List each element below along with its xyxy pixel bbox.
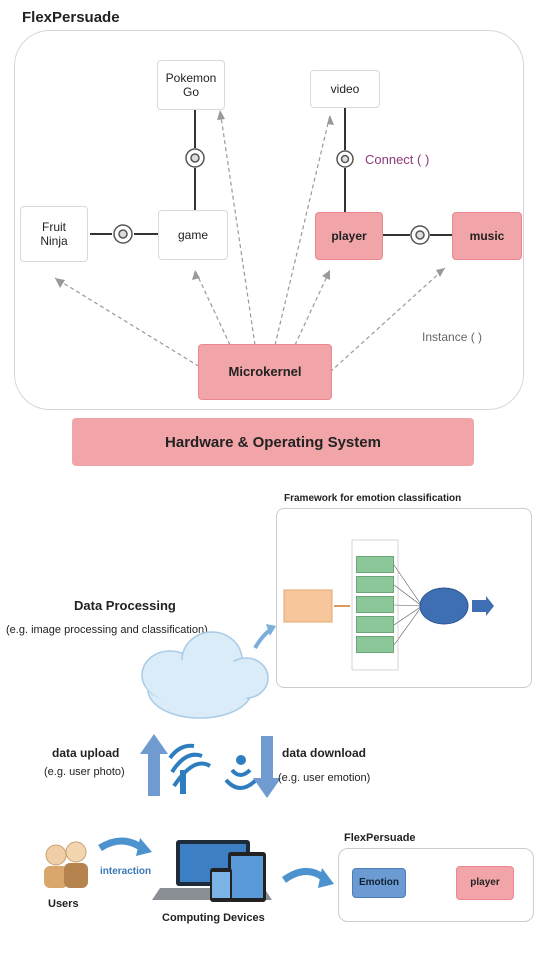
framework-title: Framework for emotion classification (284, 493, 462, 504)
data-download-label: data download (282, 746, 366, 760)
feature-box-1 (356, 556, 394, 573)
wifi-download-icon (224, 768, 258, 790)
feature-box-3 (356, 596, 394, 613)
connect-label: Connect ( ) (365, 152, 430, 167)
arrow-to-pokemon (219, 109, 256, 346)
music-node: music (452, 212, 522, 260)
face-tracker-box (283, 589, 333, 623)
data-upload-sublabel: (e.g. user photo) (44, 766, 125, 778)
computing-devices-icon (152, 840, 272, 902)
game-node: game (158, 210, 228, 260)
fruit-ninja-node: Fruit Ninja (20, 206, 88, 262)
download-arrow-icon (253, 736, 281, 798)
arrow-to-fruit (54, 277, 206, 371)
data-processing-sublabel: (e.g. image processing and classificatio… (6, 624, 208, 636)
users-label: Users (48, 898, 79, 910)
feature-box-5 (356, 636, 394, 653)
pokemon-go-node: Pokemon Go (157, 60, 225, 110)
wifi-upload-icon (168, 743, 212, 788)
hardware-os-bar: Hardware & Operating System (72, 418, 474, 466)
upload-arrow-icon (140, 734, 168, 796)
cloud-to-framework-arrow (253, 628, 272, 650)
data-processing-label: Data Processing (74, 598, 176, 613)
arrow-to-video (274, 114, 331, 346)
flexpersuade-container (14, 30, 524, 410)
output-arrow (472, 596, 494, 616)
data-download-sublabel: (e.g. user emotion) (278, 772, 371, 784)
player-node: player (315, 212, 383, 260)
flexpersuade-title: FlexPersuade (22, 9, 120, 26)
neural-network-node (419, 587, 469, 625)
interaction-label: interaction (100, 866, 152, 877)
flexpersuade-small-title: FlexPersuade (344, 832, 416, 844)
microkernel-node: Microkernel (198, 344, 332, 400)
video-node: video (310, 70, 380, 108)
player-box: player (456, 866, 514, 900)
users-icon (44, 841, 88, 888)
data-upload-label: data upload (52, 746, 120, 760)
interaction-arrow (98, 837, 145, 852)
emotion-box: Emotion (352, 868, 406, 898)
instance-label: Instance ( ) (422, 330, 483, 344)
feature-box-4 (356, 616, 394, 633)
feature-box-2 (356, 576, 394, 593)
arrow-to-music (329, 267, 446, 373)
devices-to-flexpersuade-arrow (281, 868, 327, 883)
computing-devices-label: Computing Devices (162, 912, 265, 924)
